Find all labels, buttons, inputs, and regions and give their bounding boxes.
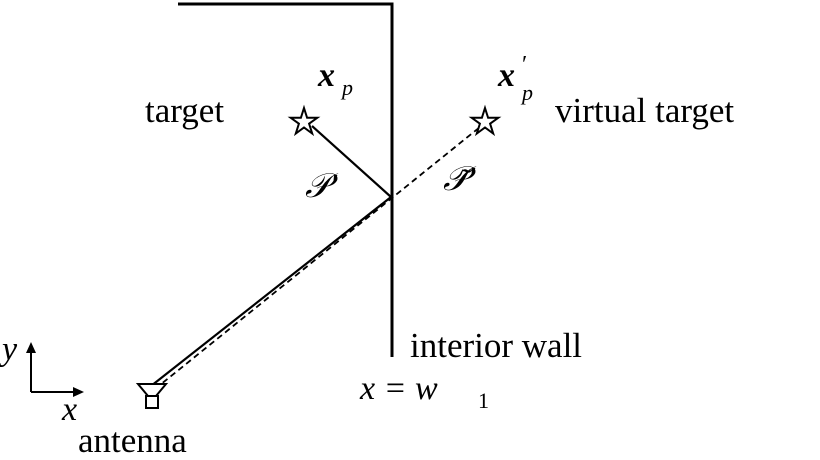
target-position-label: x p	[317, 57, 353, 100]
axes-icon	[26, 342, 84, 397]
svg-text:x: x	[317, 57, 335, 94]
path-virtual-label: 𝒫̃′	[443, 161, 477, 198]
svg-text:′: ′	[522, 52, 527, 78]
svg-text:1: 1	[478, 388, 489, 413]
virtual-target-label: virtual target	[555, 91, 734, 130]
svg-text:p: p	[340, 75, 353, 100]
antenna-label: antenna	[78, 421, 187, 460]
target-star-icon	[287, 104, 321, 137]
svg-text:p: p	[520, 80, 533, 105]
svg-text:x = w: x = w	[359, 370, 438, 407]
virtual-target-position-label: x ′ p	[497, 52, 533, 105]
axis-x-label: x	[61, 391, 77, 428]
target-label: target	[145, 91, 224, 130]
virtual-target-star-icon	[468, 104, 502, 137]
top-wall	[178, 2, 394, 357]
antenna-icon	[135, 383, 169, 409]
wall-position-label: x = w 1	[359, 370, 489, 413]
reflected-path-line	[311, 125, 392, 198]
axis-y-label: y	[0, 331, 18, 368]
direct-path-line	[150, 196, 392, 387]
interior-wall-label: interior wall	[410, 326, 582, 365]
path-real-label: 𝒫′	[305, 168, 339, 205]
svg-text:x: x	[497, 57, 515, 94]
